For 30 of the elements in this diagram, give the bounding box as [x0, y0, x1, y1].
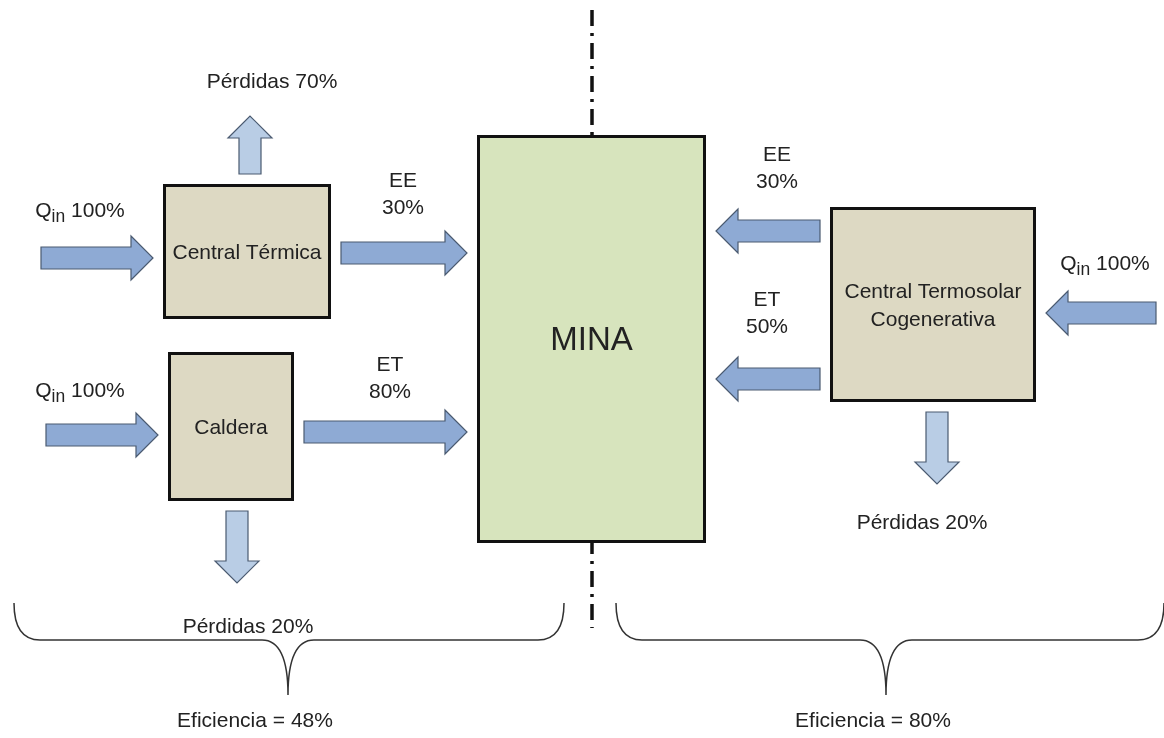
edge-label: Q$_{in}$ 100%	[34, 377, 126, 408]
block-arrow	[1045, 289, 1157, 337]
edge-label: Pérdidas 20%	[855, 509, 989, 535]
edge-label: EE 30%	[381, 167, 425, 221]
efficiency-note: Eficiencia = 80%	[795, 708, 951, 732]
block-arrow	[213, 510, 261, 584]
edge-label: Q$_{in}$ 100%	[34, 197, 126, 228]
edge-label: ET 80%	[368, 351, 412, 405]
process-box	[163, 184, 331, 319]
process-box	[168, 352, 294, 501]
node-label: Central Térmica	[171, 238, 323, 265]
block-arrow	[45, 411, 159, 459]
block-arrow	[340, 229, 468, 277]
edge-label: Pérdidas 20%	[181, 613, 315, 639]
block-arrow	[715, 207, 821, 255]
process-box	[830, 207, 1036, 402]
mine-box	[477, 135, 706, 543]
node-label: Caldera	[193, 413, 269, 440]
edge-label: EE 30%	[755, 141, 799, 195]
edge-label: Pérdidas 70%	[205, 68, 339, 94]
efficiency-note: Eficiencia = 48%	[177, 708, 333, 732]
block-arrow	[303, 408, 468, 456]
edge-label: Q$_{in}$ 100%	[1059, 250, 1151, 281]
block-arrow	[913, 411, 961, 485]
block-arrow	[226, 115, 274, 175]
block-arrow	[715, 355, 821, 403]
node-label: Central Termosolar Cogenerativa	[843, 278, 1023, 332]
block-arrow	[40, 234, 154, 282]
node-label: MINA	[549, 318, 634, 359]
edge-label: ET 50%	[745, 286, 789, 340]
